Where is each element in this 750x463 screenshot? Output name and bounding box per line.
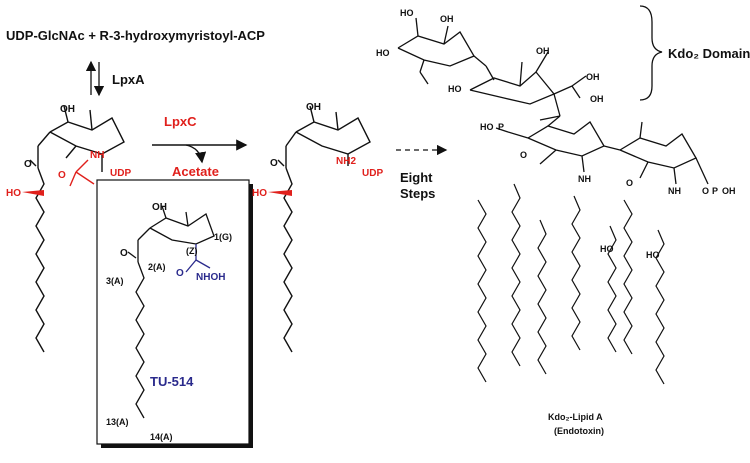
middle-ho-label: HO [252, 188, 267, 199]
middle-molecule [277, 105, 371, 353]
inhibitor-3a-label: 3(A) [106, 276, 124, 286]
kdo-brace [639, 5, 663, 101]
middle-nh2-label: NH2 [336, 156, 356, 167]
lpxa-arrows [85, 60, 105, 97]
kdo-oh-label-4: OH [536, 46, 550, 56]
middle-wedge [268, 190, 292, 196]
lipid-p-label-2: P [712, 186, 718, 196]
lipid-a-chains [477, 183, 665, 385]
kdo-oh-label-2: OH [586, 72, 600, 82]
kdo-ho-label-2: HO [376, 48, 390, 58]
kdo-oh-label-1: OH [440, 14, 454, 24]
inhibitor-nhoh-label: NHOH [196, 272, 225, 283]
eight-label: Eight [400, 170, 433, 185]
lipid-a-structure [495, 115, 709, 185]
left-acetyl-o-label: O [58, 170, 66, 181]
lipid-nh-label-2: NH [668, 186, 681, 196]
steps-label: Steps [400, 186, 435, 201]
left-o-label: O [24, 159, 32, 170]
left-oh-label: OH [60, 104, 75, 115]
lipid-ho-label-3: HO [646, 250, 660, 260]
left-nh-label: NH [90, 150, 104, 161]
lipid-o-label-1: O [520, 150, 527, 160]
lipid-oh-label-1: OH [722, 186, 736, 196]
inhibitor-2a-label: 2(A) [148, 262, 166, 272]
endotoxin-label: (Endotoxin) [554, 426, 604, 436]
lipid-ho-label-2: HO [600, 244, 614, 254]
lipid-nh-label-1: NH [578, 174, 591, 184]
lpxa-label: LpxA [112, 72, 145, 87]
inhibitor-oh-label: OH [152, 202, 167, 213]
inhibitor-structure [127, 205, 215, 419]
lpxc-label: LpxC [164, 114, 197, 129]
kdo-oh-label-3: OH [590, 94, 604, 104]
inhibitor-13a-label: 13(A) [106, 417, 129, 427]
substrates-text: UDP-GlcNAc + R-3-hydroxymyristoyl-ACP [6, 28, 265, 43]
acetate-label: Acetate [172, 164, 219, 179]
inhibitor-hydroxamate [185, 244, 211, 273]
inhibitor-o-blue-label: O [176, 268, 184, 279]
inhibitor-14a-label: 14(A) [150, 432, 173, 442]
kdo2-lipid-a-label: Kdo₂-Lipid A [548, 412, 603, 422]
left-udp-label: UDP [110, 168, 131, 179]
kdo-ho-label-1: HO [400, 8, 414, 18]
lipid-o-label-3: O [702, 186, 709, 196]
inhibitor-name: TU-514 [150, 374, 194, 389]
lipid-o-label-2: O [626, 178, 633, 188]
inhibitor-box-shadow-bottom [101, 444, 253, 448]
inhibitor-z-label: (Z) [186, 246, 198, 256]
kdo-ho-label-3: HO [448, 84, 462, 94]
kdo2-structure [397, 17, 587, 121]
middle-o-label: O [270, 158, 278, 169]
kdo-domain-label: Kdo₂ Domain [668, 46, 750, 61]
lipid-ho-label-1: HO [480, 122, 494, 132]
inhibitor-o-label: O [120, 248, 128, 259]
left-molecule-red [22, 159, 95, 196]
middle-udp-label: UDP [362, 168, 383, 179]
lpxc-arrow [152, 139, 248, 164]
left-ho-label: HO [6, 188, 21, 199]
inhibitor-box [96, 179, 250, 445]
left-molecule [29, 105, 125, 353]
lipid-p-label-1: P [498, 122, 504, 132]
middle-oh-label: OH [306, 102, 321, 113]
inhibitor-1g-label: 1(G) [214, 232, 232, 242]
inhibitor-box-shadow-right [249, 184, 253, 448]
